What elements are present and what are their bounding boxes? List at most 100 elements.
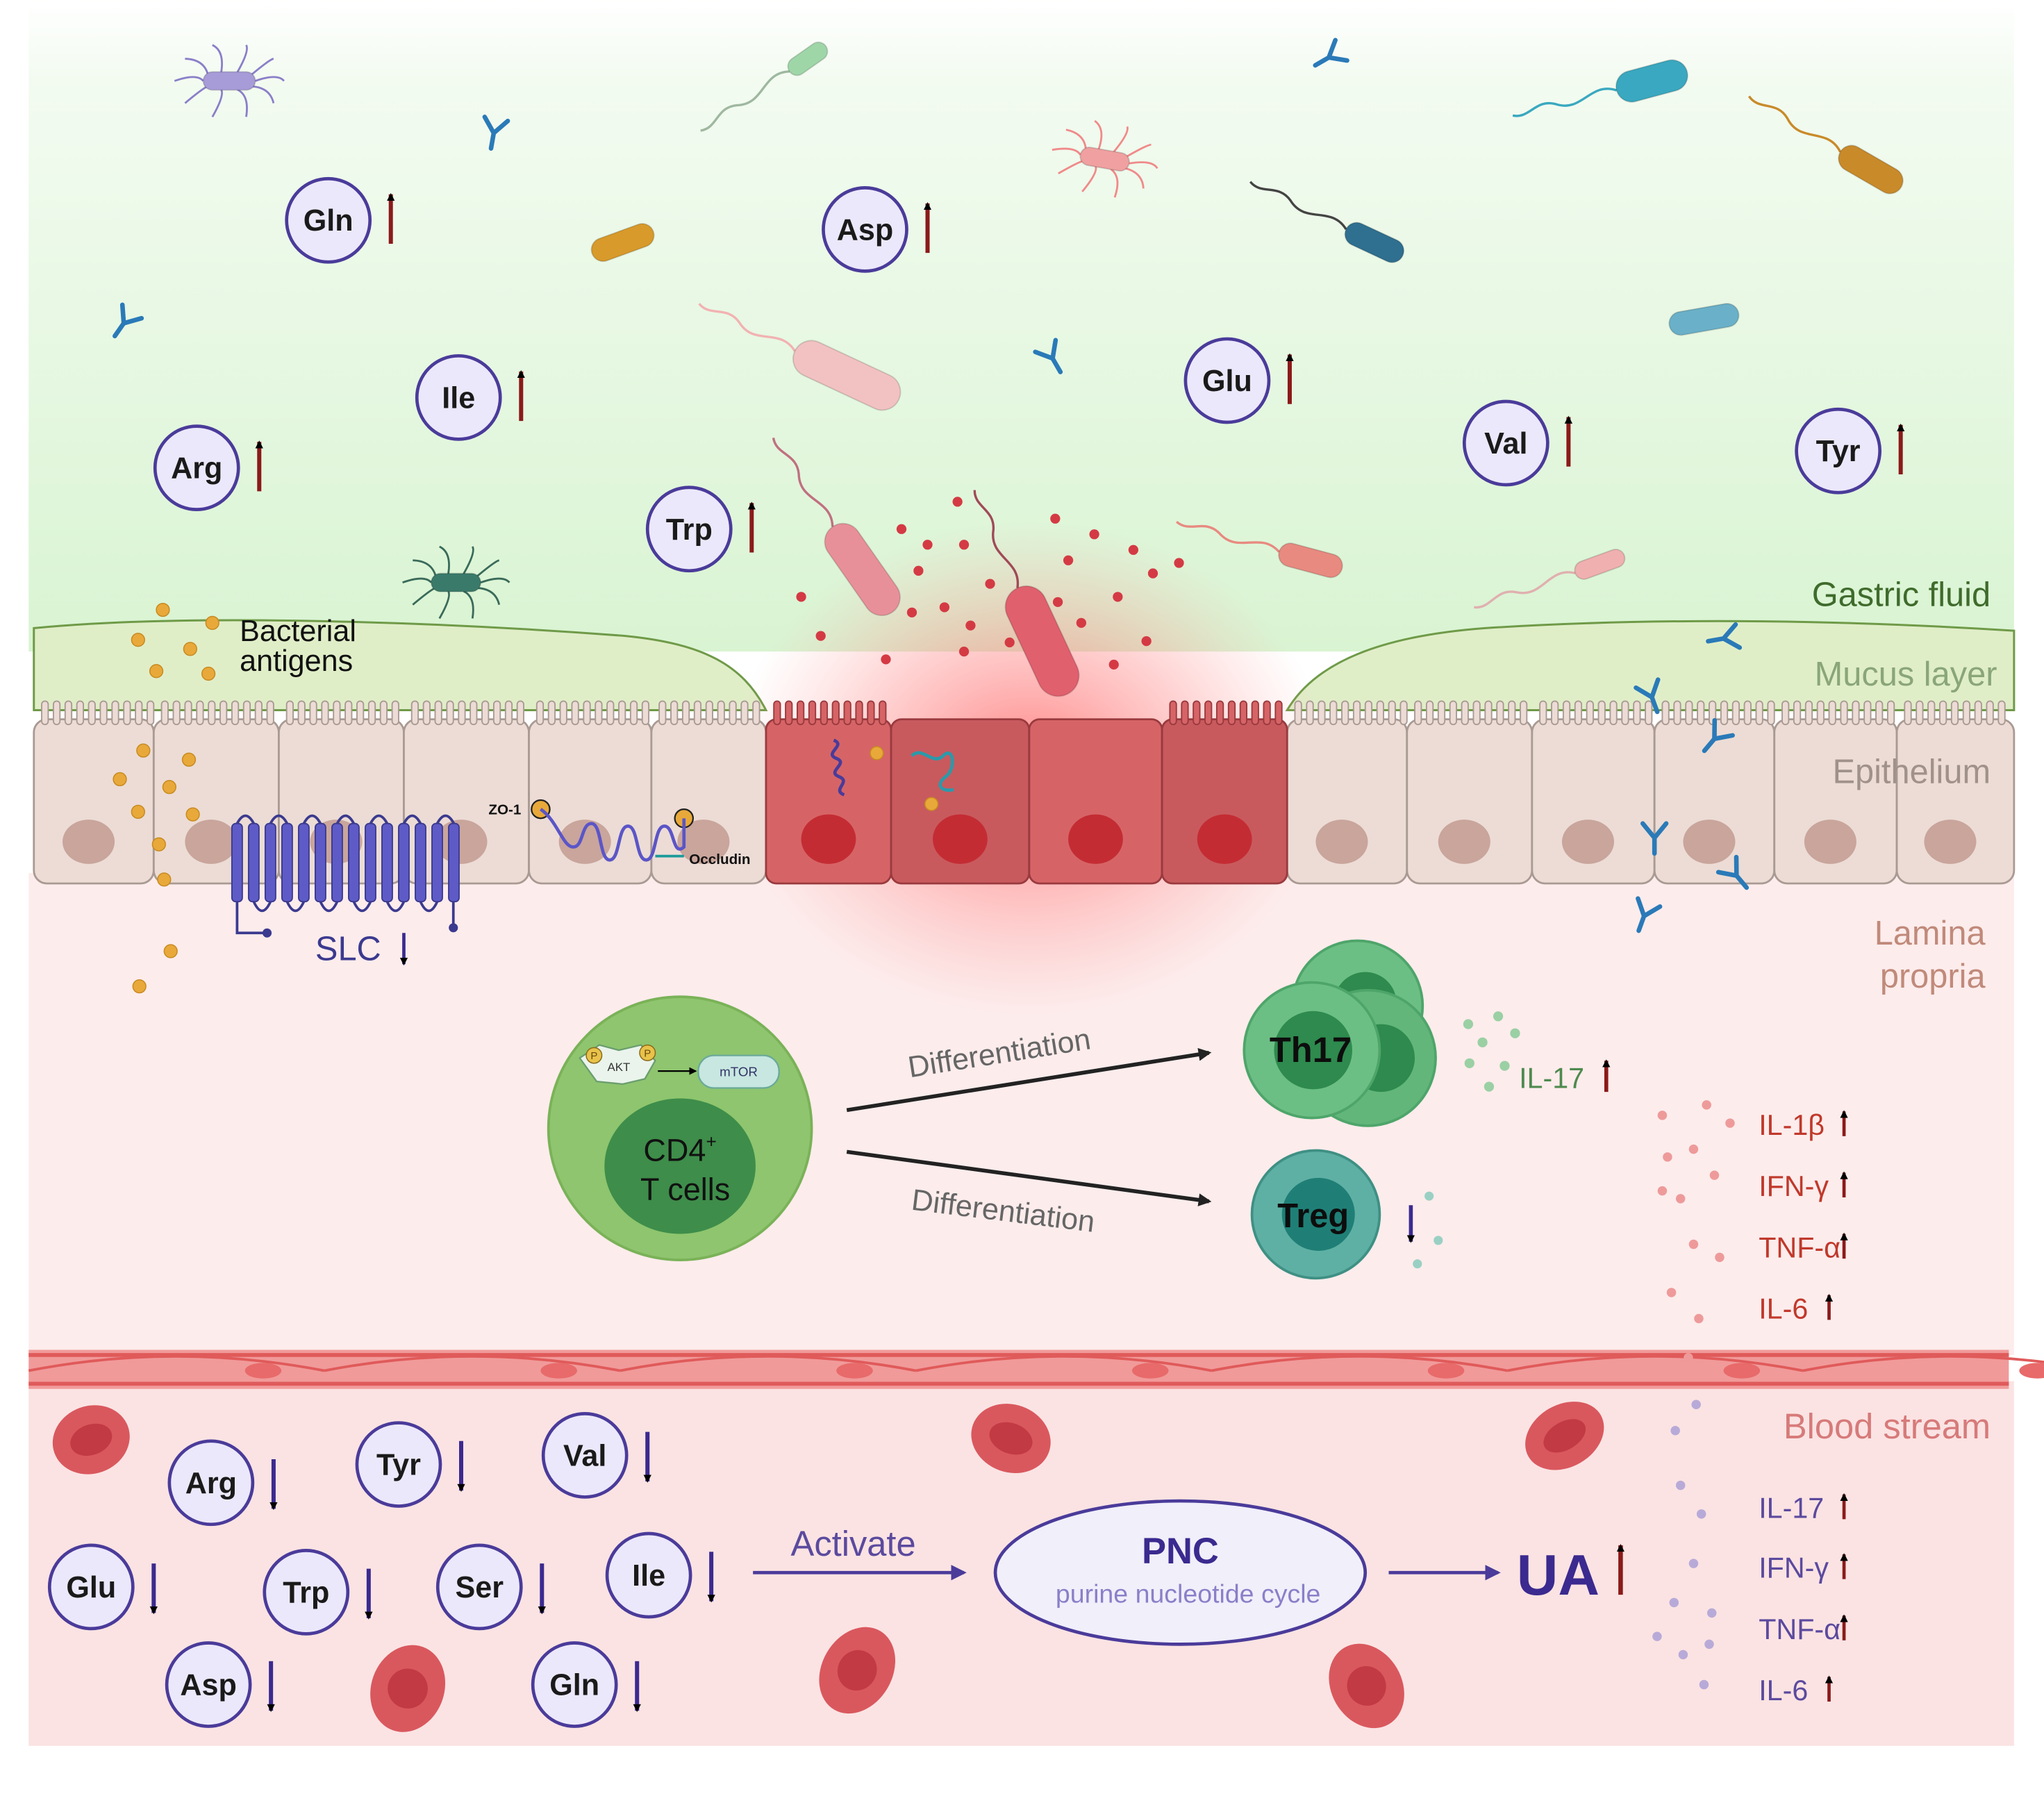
rbc-inner: [388, 1668, 428, 1709]
cytokine-dot: [1709, 1170, 1720, 1180]
pilus: [480, 577, 510, 584]
toxin-dot: [906, 607, 917, 617]
il17-dot: [1464, 1058, 1474, 1068]
epithelial-cell: [1286, 700, 1409, 885]
microvillus: [52, 700, 61, 726]
amino-acid-circle: [165, 1641, 252, 1728]
microvillus: [504, 700, 513, 726]
flagellum: [1512, 88, 1618, 117]
gastric-aa-gln: Gln: [285, 176, 395, 264]
rbc-inner: [989, 1422, 1033, 1455]
pilus: [1052, 147, 1081, 156]
microvillus: [1986, 700, 1994, 726]
endothelial-cell: [915, 1355, 1212, 1372]
microvillus: [658, 700, 667, 726]
slc-loop: [419, 901, 439, 913]
endothelial-nucleus: [244, 1363, 282, 1379]
endothelial-nucleus: [1131, 1363, 1169, 1379]
transmembrane-helix: [415, 822, 426, 903]
antigen-dot: [870, 746, 884, 761]
label-ua: UA: [1517, 1543, 1600, 1607]
amino-acid-label: Asp: [180, 1669, 236, 1702]
microvillus: [196, 700, 204, 726]
antigen-dot: [157, 872, 172, 887]
flagellum: [772, 437, 834, 527]
amino-acid-label: Arg: [185, 1467, 237, 1500]
microvillus: [618, 700, 626, 726]
pilus: [1110, 168, 1119, 198]
microvillus: [1767, 700, 1775, 726]
bacterium-body: [824, 522, 901, 617]
cell-nucleus: [933, 814, 988, 864]
bacterium: [174, 44, 285, 117]
microvillus: [1621, 700, 1629, 726]
cytokine-dot: [1688, 1239, 1699, 1249]
microvillus: [321, 700, 329, 726]
microvillus: [1927, 700, 1936, 726]
microvillus: [1886, 700, 1895, 726]
flagellum: [973, 490, 1020, 588]
cell-nucleus: [1438, 820, 1490, 864]
blood-aa-ser: Ser: [435, 1543, 546, 1631]
red-blood-cell: [1329, 1643, 1404, 1729]
flagellum: [698, 303, 796, 352]
lamina-cytokine-3: IL-6: [1759, 1293, 1834, 1324]
bacterium-body: [1079, 147, 1130, 172]
amino-acid-circle: [1795, 407, 1882, 495]
toxin-dot: [1063, 555, 1074, 565]
label-propria: propria: [1880, 958, 1986, 995]
mucus-layer-left: [33, 619, 768, 712]
cytokine-dot: [1702, 1100, 1711, 1110]
pilus: [1123, 167, 1145, 189]
antigen-dot: [924, 797, 939, 811]
transmembrane-helix: [231, 822, 243, 903]
endothelial-nucleus: [1723, 1363, 1761, 1379]
microvillus: [1352, 700, 1361, 726]
antigen-dot: [136, 743, 151, 758]
toxin-dot: [1147, 568, 1158, 579]
microvillus: [76, 700, 84, 726]
bacterium-body: [1004, 585, 1080, 697]
pilus: [211, 89, 223, 117]
il17-dot: [1510, 1028, 1520, 1038]
cytokine-dot: [1663, 1152, 1672, 1162]
cytokine-dot: [1675, 1194, 1686, 1204]
pilus: [1129, 161, 1158, 169]
microvillus: [559, 700, 567, 726]
cell-nucleus: [1561, 820, 1615, 864]
slc-loop: [252, 901, 272, 913]
microvillus: [1461, 700, 1469, 726]
endothelial-nucleus: [540, 1363, 577, 1379]
antigen-dot: [149, 664, 164, 679]
microvillus: [1852, 700, 1860, 726]
flagellum: [1474, 571, 1576, 609]
pilus: [463, 590, 474, 619]
microvillus: [99, 700, 108, 726]
toxin-dot: [922, 540, 933, 550]
microvillus: [1169, 700, 1177, 726]
gastric-aa-val: Val: [1462, 399, 1572, 487]
amino-acid-label: Val: [563, 1439, 606, 1472]
microvillus: [1263, 700, 1271, 726]
antigen-dot: [113, 772, 127, 787]
slc-loop: [335, 814, 356, 824]
microvillus: [135, 700, 143, 726]
microvillus: [1239, 700, 1247, 726]
rbc-inner: [1347, 1666, 1386, 1706]
microvillus: [254, 700, 263, 726]
microvillus: [1743, 700, 1752, 726]
blood-cytokine-3: IL-6: [1759, 1675, 1834, 1706]
label-il17-th17: IL-17: [1519, 1062, 1584, 1094]
label-activate: Activate: [791, 1524, 916, 1563]
transmembrane-helix: [331, 822, 343, 903]
toxin-dot: [1004, 637, 1015, 648]
microvillus: [1875, 700, 1884, 726]
epithelial-cell: [1895, 700, 2016, 885]
epithelial-cell: [528, 700, 653, 885]
microvillus: [160, 700, 169, 726]
antigen-dot: [162, 780, 176, 795]
antigen-dot: [131, 804, 145, 819]
cytokine-dot: [1691, 1399, 1701, 1410]
microvillus: [1193, 700, 1201, 726]
